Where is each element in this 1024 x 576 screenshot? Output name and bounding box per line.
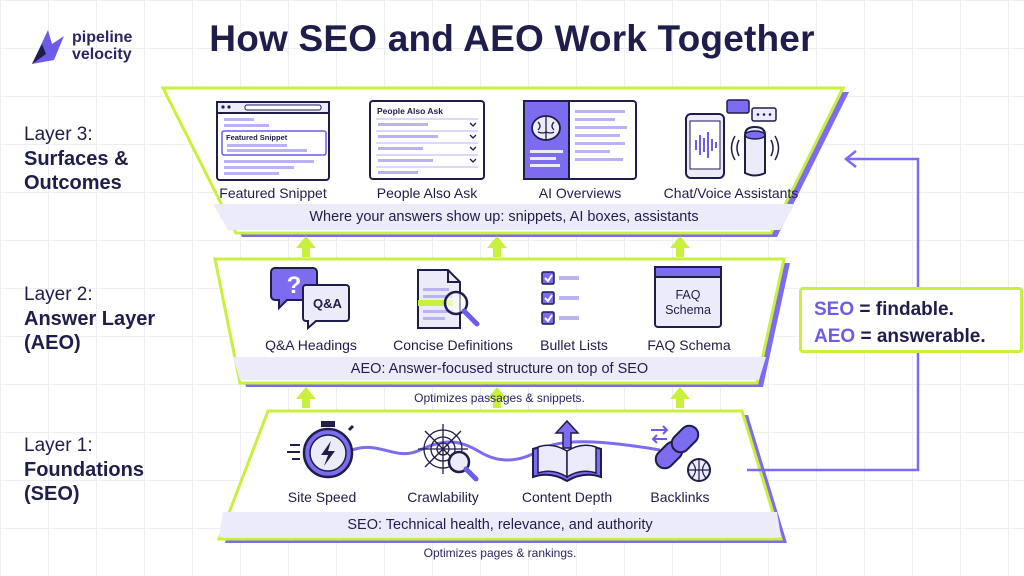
layer2-title-line1: Answer Layer: [24, 308, 156, 330]
layer1-band: [219, 512, 781, 537]
layer1-name: Layer 1:: [24, 435, 93, 456]
chat-voice-assistant-icon: [685, 99, 780, 179]
layer2-band-text: AEO: Answer-focused structure on top of …: [350, 361, 649, 377]
item-chat-voice-assistants: Chat/Voice Assistants: [663, 185, 799, 201]
item-qa-headings: Q&A Headings: [265, 337, 357, 353]
concise-definitions-icon: [417, 269, 480, 329]
content-depth-icon: [532, 419, 602, 483]
bullet-lists-icon: [541, 271, 579, 325]
layer2-title-line2: (AEO): [24, 332, 81, 354]
logo-line-1: pipeline: [72, 29, 133, 46]
layer2-band: [233, 357, 766, 380]
callout-aeo-key: AEO: [814, 326, 856, 347]
layer2-name: Layer 2:: [24, 284, 93, 305]
featured-snippet-icon: [216, 101, 330, 181]
featured-snippet-card-label: Featured Snippet: [226, 133, 288, 142]
crawlability-icon: [418, 424, 479, 482]
item-ai-overviews: AI Overviews: [538, 185, 622, 201]
qa-bubble-label: Q&A: [313, 296, 342, 311]
item-faq-schema: FAQ Schema: [647, 337, 731, 353]
layer2-panel: [213, 257, 786, 385]
layer1-band-text: SEO: Technical health, relevance, and au…: [347, 517, 653, 533]
arrow-up-icon: [296, 387, 316, 408]
layer1-panel: [216, 409, 784, 541]
layer2-label: Layer 2: Answer Layer (AEO): [24, 283, 155, 355]
layer3-band-text: Where your answers show up: snippets, AI…: [309, 209, 699, 225]
feedback-arrow-icon: [843, 150, 857, 168]
item-crawlability: Crawlability: [407, 489, 479, 505]
layer1-title-line2: (SEO): [24, 483, 80, 505]
layer3-title-line2: Outcomes: [24, 172, 122, 194]
item-concise-definitions: Concise Definitions: [393, 337, 513, 353]
page-title: How SEO and AEO Work Together: [209, 18, 815, 59]
callout-aeo-text: = answerable.: [855, 326, 986, 347]
arrow-up-icon: [670, 236, 690, 257]
item-site-speed: Site Speed: [287, 489, 357, 505]
logo-line-2: velocity: [72, 46, 132, 63]
arrow-up-icon: [487, 387, 507, 408]
callout-seo-key: SEO: [814, 299, 855, 320]
item-people-also-ask: People Also Ask: [376, 185, 478, 201]
logo[interactable]: pipeline velocity: [28, 26, 158, 72]
faq-doc-label: FAQ Schema: [665, 288, 711, 317]
arrow-up-icon: [670, 387, 690, 408]
item-backlinks: Backlinks: [650, 489, 710, 505]
logo-mark-icon: [32, 30, 64, 64]
seo-aeo-callout: SEO = findable. AEO = answerable.: [799, 287, 1023, 353]
backlinks-icon: [651, 424, 711, 482]
faq-schema-icon: [654, 266, 722, 328]
layer1-label: Layer 1: Foundations (SEO): [24, 434, 144, 506]
svg-text:?: ?: [287, 272, 302, 299]
arrow-up-icon: [296, 236, 316, 257]
callout-seo-text: = findable.: [854, 299, 954, 320]
layer1-subtext: Optimizes pages & rankings.: [423, 546, 577, 560]
up-arrows: [296, 236, 690, 408]
people-also-ask-icon: [369, 100, 485, 180]
item-bullet-lists: Bullet Lists: [540, 337, 608, 353]
paa-card-label: People Also Ask: [377, 106, 443, 116]
layer3-name: Layer 3:: [24, 124, 93, 145]
layer1-title-line1: Foundations: [24, 459, 144, 481]
item-featured-snippet: Featured Snippet: [219, 185, 327, 201]
foundation-wave-line: [351, 440, 661, 462]
layer3-panel: [160, 86, 846, 235]
layer2-subtext: Optimizes passages & snippets.: [414, 391, 585, 405]
arrow-up-icon: [487, 236, 507, 257]
qa-headings-icon: ?: [270, 267, 350, 331]
layer3-band: [213, 204, 795, 230]
item-content-depth: Content Depth: [521, 489, 613, 505]
layer3-label: Layer 3: Surfaces & Outcomes: [24, 123, 129, 195]
stopwatch-icon: [287, 421, 355, 479]
ai-overviews-icon: [523, 100, 637, 180]
layer3-title-line1: Surfaces &: [24, 148, 129, 170]
